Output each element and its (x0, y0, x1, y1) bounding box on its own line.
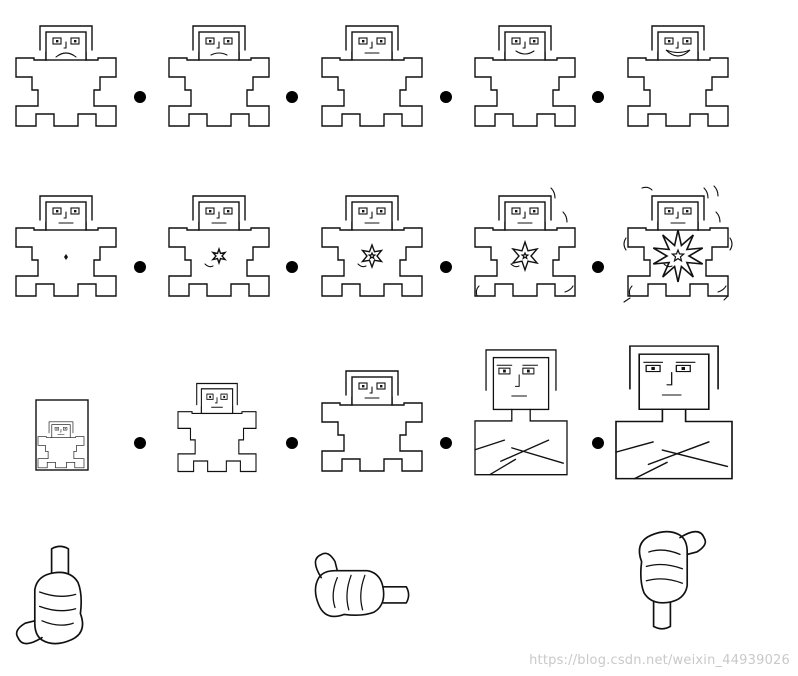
thumbs-down-icon (15, 545, 84, 645)
sam-figure-dominance-2 (321, 370, 423, 472)
sam-figure-dominance-1 (177, 382, 257, 473)
sam-figure-arousal-0 (15, 195, 117, 297)
sam-figure-dominance-0 (35, 399, 89, 471)
watermark-text: https://blog.csdn.net/weixin_44939026 (529, 653, 790, 668)
thumbs-sideways-icon (314, 552, 410, 618)
sam-figure-arousal-4 (623, 185, 733, 303)
sam-figure-arousal-3 (474, 187, 576, 297)
sam-figure-arousal-1 (168, 195, 270, 297)
separator-dot (286, 91, 298, 103)
separator-dot (592, 261, 604, 273)
separator-dot (592, 437, 604, 449)
sam-figure-happy (474, 25, 576, 127)
sam-figure-dominance-4 (615, 345, 733, 480)
separator-dot (440, 91, 452, 103)
row-mood-scale (15, 25, 729, 127)
separator-dot (440, 261, 452, 273)
separator-dot (134, 437, 146, 449)
sam-figure-neutral (321, 25, 423, 127)
separator-dot (440, 437, 452, 449)
sam-figure-very-happy (627, 25, 729, 127)
separator-dot (592, 91, 604, 103)
separator-dot (286, 437, 298, 449)
thumbs-up-icon (638, 530, 707, 630)
separator-dot (134, 91, 146, 103)
row-dominance-scale (35, 345, 733, 480)
sam-figure-arousal-2 (321, 195, 423, 297)
sam-figure-sad (168, 25, 270, 127)
sam-figure-dominance-3 (474, 349, 568, 476)
row-tension-scale (15, 185, 733, 303)
sam-figure-very-sad (15, 25, 117, 127)
separator-dot (286, 261, 298, 273)
separator-dot (134, 261, 146, 273)
